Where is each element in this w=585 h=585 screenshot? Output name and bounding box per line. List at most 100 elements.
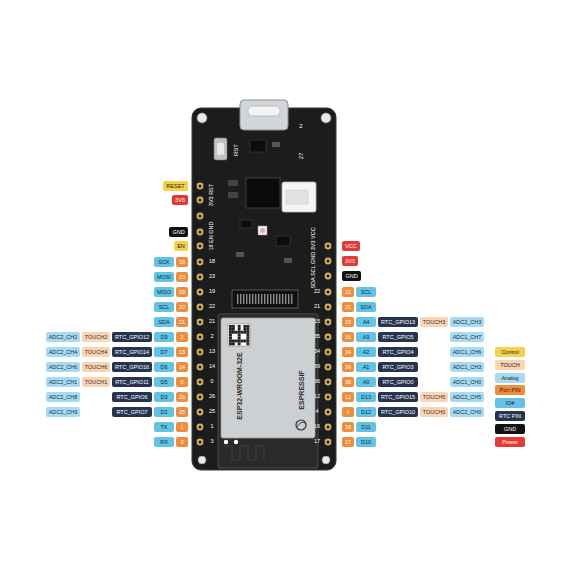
silkscreen-label: 17	[314, 439, 320, 445]
pin-label: TOUCH3	[423, 319, 446, 325]
pin-tag: RTC_GPIO16	[112, 362, 152, 372]
pin-hole-center	[199, 366, 202, 369]
pin-label: RTC_GPIO5	[382, 334, 413, 340]
pin-label: ADC1_CH0	[453, 379, 482, 385]
pin-label: EN	[177, 243, 185, 249]
pin-hole	[197, 424, 204, 431]
pin-hole	[325, 334, 332, 341]
pin-label: TX	[160, 424, 167, 430]
pin-tag: A2	[356, 347, 376, 357]
module-marking: ESP32-WROOM-32E	[236, 352, 243, 419]
qr-dot	[238, 328, 241, 331]
pin-hole-center	[327, 306, 330, 309]
pin-tag: ADC2_CH6	[46, 362, 80, 372]
pin-tag: D11	[356, 422, 376, 432]
pin-label: 3V3	[175, 197, 185, 203]
pin-tag: 22	[176, 302, 188, 312]
pin-label: GND	[345, 273, 357, 279]
pin-tag: SCK	[154, 257, 174, 267]
pin-label: 13	[179, 349, 185, 355]
pin-hole	[325, 379, 332, 386]
pin-tag: D3	[154, 392, 174, 402]
silkscreen-label: 1	[210, 424, 213, 430]
legend-text: Port PIN	[500, 387, 521, 393]
pin-label: A2	[363, 349, 370, 355]
pin-hole-center	[327, 321, 330, 324]
pin-tag: ADC2_CH1	[46, 377, 80, 387]
pin-label: 21	[345, 304, 351, 310]
pin-label: GND	[172, 229, 184, 235]
pin-tag: 23	[176, 272, 188, 282]
pin-label: A1	[363, 364, 370, 370]
qr-dot	[244, 325, 247, 328]
pin-tag: ADC2_CH5	[450, 392, 484, 402]
pin-tag: ADC1_CH6	[450, 347, 484, 357]
pin-hole-center	[199, 261, 202, 264]
pin-hole	[325, 273, 332, 280]
silkscreen-label: RST	[233, 144, 239, 156]
silkscreen-label: 21	[314, 304, 320, 310]
pin-tag: 22	[342, 287, 354, 297]
pin-tag: RTC_GPIO11	[112, 377, 152, 387]
pin-tag: RX	[154, 437, 174, 447]
qr-dot	[246, 325, 249, 328]
pin-label: RTC_GPIO4	[382, 349, 413, 355]
pin-label: TOUCH1	[85, 379, 108, 385]
silkscreen-label: 12	[314, 394, 320, 400]
pin-tag: TOUCH2	[82, 332, 110, 342]
pin-label: RTC_GPIO0	[382, 379, 413, 385]
pin-hole-center	[199, 351, 202, 354]
pin-tag: RTC_GPIO14	[112, 347, 152, 357]
pin-tag: MISO	[154, 287, 174, 297]
esp32-module	[218, 314, 318, 468]
pin-tag: 39	[342, 362, 354, 372]
pin-hole	[197, 409, 204, 416]
pin-hole-center	[199, 245, 202, 248]
pin-hole	[197, 379, 204, 386]
silkscreen-label: SDA SCL GND 3V3 VCC	[311, 227, 317, 288]
legend-text: Control	[501, 349, 519, 355]
qr-dot	[238, 337, 241, 340]
pin-label: ADC2_CH5	[453, 394, 482, 400]
pin-hole-center	[199, 381, 202, 384]
pin-hole	[197, 274, 204, 281]
pin-tag: 13	[176, 347, 188, 357]
pin-label: RX	[160, 439, 168, 445]
pin-label: A0	[363, 379, 370, 385]
pin-tag: 2	[176, 332, 188, 342]
qr-dot	[232, 340, 235, 343]
usb-c-connector	[240, 100, 288, 130]
pin-tag: ADC2_CH9	[46, 407, 80, 417]
pin-hole	[325, 364, 332, 371]
pin-tag: TOUCH6	[82, 362, 110, 372]
qr-dot	[232, 331, 235, 334]
pin-tag: 3V3	[172, 195, 188, 205]
pin-hole	[197, 289, 204, 296]
pin-hole-center	[199, 276, 202, 279]
pin-tag: ADC2_CH4	[46, 347, 80, 357]
pin-tag: 36	[342, 377, 354, 387]
pin-tag: 16	[342, 422, 354, 432]
pin-label: 23	[179, 274, 185, 280]
silkscreen-label: 25	[209, 409, 215, 415]
pin-tag: 0	[176, 377, 188, 387]
pin-hole	[325, 394, 332, 401]
qr-dot	[246, 331, 249, 334]
battery-connector	[282, 182, 316, 212]
silkscreen-label: 15	[314, 319, 320, 325]
pin-label: D10	[361, 439, 371, 445]
board	[192, 108, 336, 470]
pin-tag: TOUCH0	[420, 407, 448, 417]
pin-hole	[197, 394, 204, 401]
qr-dot	[238, 342, 241, 345]
qr-dot	[229, 334, 232, 337]
pin-label: 3	[180, 439, 183, 445]
pin-hole	[325, 258, 332, 265]
silkscreen-label: 27	[298, 153, 304, 160]
silkscreen-label: 2	[210, 334, 213, 340]
legend-text: GND	[504, 426, 516, 432]
pin-hole-center	[199, 231, 202, 234]
pin-label: D6	[160, 364, 167, 370]
pin-label: 26	[179, 394, 185, 400]
pin-label: RTC_GPIO7	[116, 409, 147, 415]
